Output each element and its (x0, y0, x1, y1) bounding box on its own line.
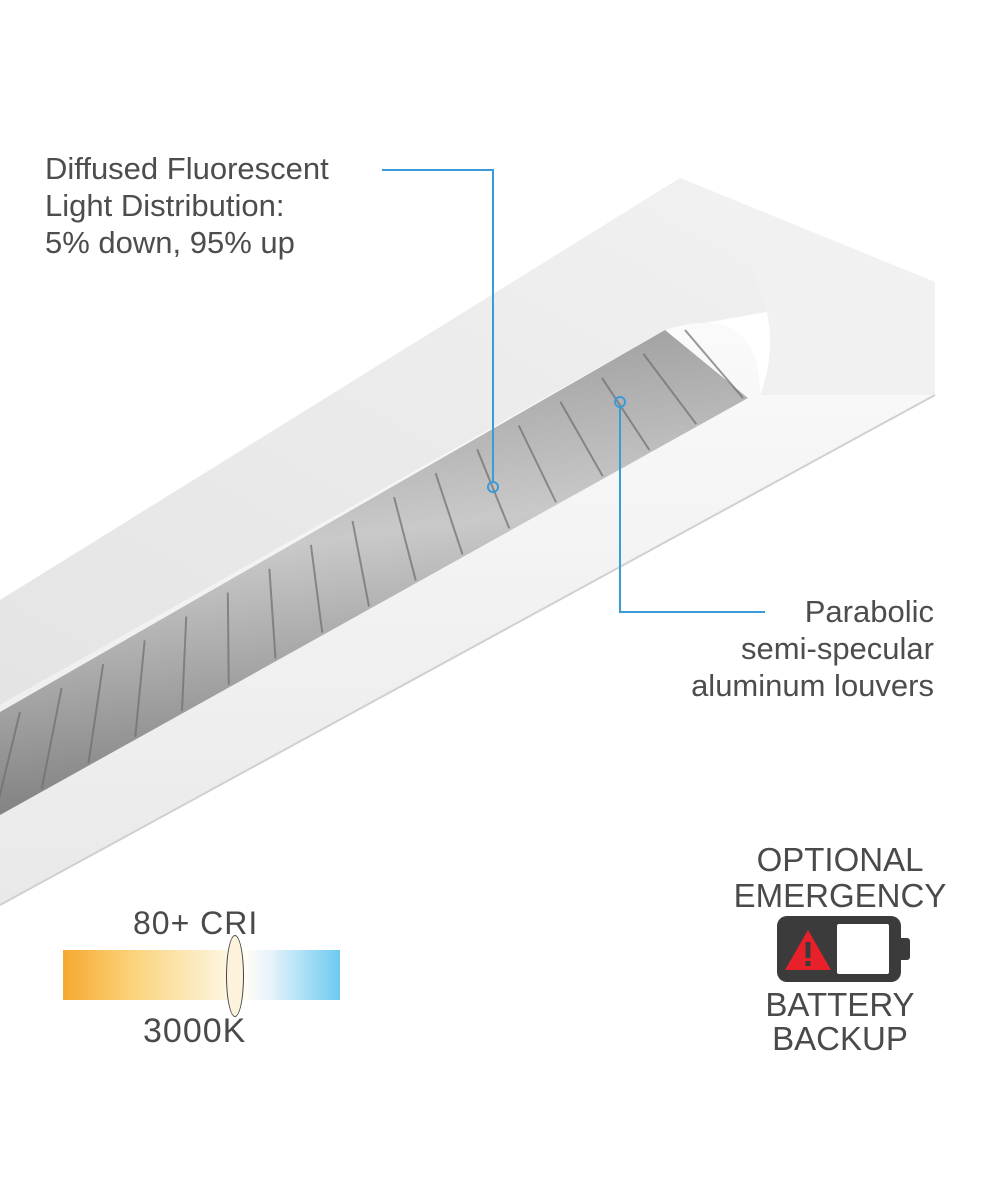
callout-line: Parabolic (804, 594, 934, 629)
callout-line: Light Distribution: (45, 188, 285, 223)
callout-line-louvers (619, 407, 765, 613)
cct-marker (226, 935, 244, 1017)
fixture-end-cap (680, 178, 935, 395)
callout-line: Diffused Fluorescent (45, 151, 329, 186)
callout-line: semi-specular (741, 631, 934, 666)
emergency-line: EMERGENCY (733, 877, 947, 914)
fixture-top-face (0, 178, 935, 705)
louver-blade (559, 401, 604, 477)
louvers-callout: Parabolic semi-specular aluminum louvers (691, 593, 934, 704)
louver-blade (684, 329, 744, 399)
louver-blade (434, 472, 464, 555)
louver-slot (0, 330, 748, 815)
emergency-label: OPTIONAL EMERGENCY (730, 842, 950, 914)
louver-blade (642, 353, 698, 425)
cct-label: 3000K (143, 1012, 247, 1050)
battery-line: BACKUP (772, 1020, 908, 1057)
louver-blade (134, 640, 146, 737)
louver-blade (87, 664, 105, 764)
battery-backup-label: BATTERY BACKUP (730, 988, 950, 1056)
louver-blade (309, 544, 324, 633)
battery-warning-icon (777, 916, 910, 982)
color-temperature-gradient (63, 950, 340, 1000)
distribution-callout: Diffused Fluorescent Light Distribution:… (45, 150, 329, 261)
callout-line: 5% down, 95% up (45, 225, 295, 260)
louver-blade (393, 496, 417, 581)
louver-blade (40, 687, 63, 790)
fixture-front-face (0, 322, 935, 905)
cri-label: 80+ CRI (133, 905, 259, 941)
louver-blade (268, 568, 277, 659)
battery-line: BATTERY (765, 986, 915, 1023)
louver-blade (226, 592, 230, 685)
louver-blade (0, 711, 21, 799)
louver-blade (181, 616, 188, 711)
louver-blade (517, 425, 557, 503)
louver-blade (476, 448, 511, 529)
louver-blade (351, 520, 370, 607)
louver-blade (601, 377, 651, 451)
callout-line: aluminum louvers (691, 668, 934, 703)
callout-line-distribution (382, 169, 494, 483)
emergency-line: OPTIONAL (756, 841, 924, 878)
warning-triangle-icon (785, 930, 831, 970)
